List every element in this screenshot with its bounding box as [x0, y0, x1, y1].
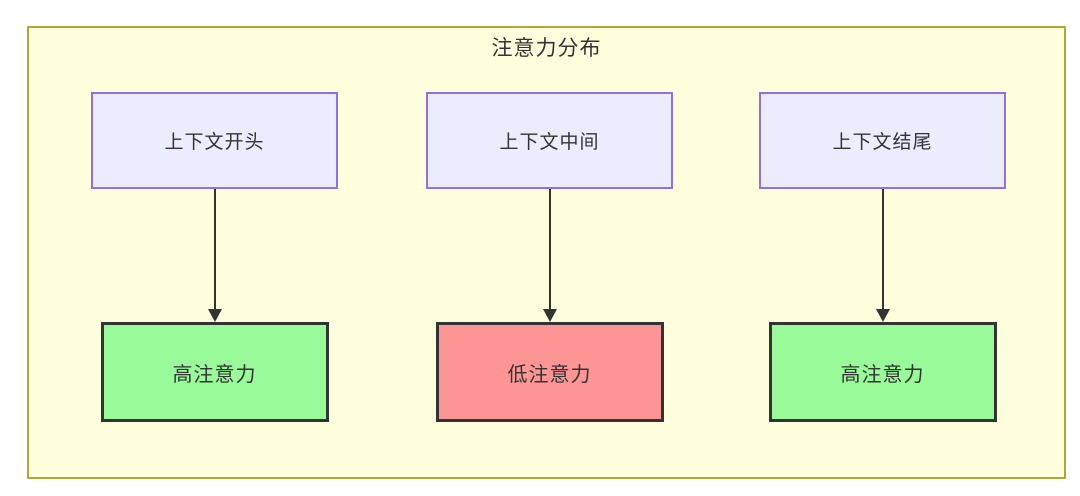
diagram-column-context-start: 上下文开头 高注意力: [91, 92, 338, 422]
diagram-title: 注意力分布: [491, 36, 602, 60]
arrow-line: [881, 189, 884, 309]
diagram-column-context-end: 上下文结尾 高注意力: [759, 92, 1006, 422]
arrowhead-down-icon: [207, 309, 222, 322]
diagram-column-context-middle: 上下文中间 低注意力: [426, 92, 673, 422]
arrow-line: [548, 189, 551, 309]
attention-distribution-subgraph: 注意力分布 上下文开头 高注意力 上下文中间 低注意力 上下文结尾 高注意力: [27, 26, 1066, 479]
node-context-end: 上下文结尾: [759, 92, 1006, 189]
node-attention-middle: 低注意力: [435, 322, 664, 422]
node-context-middle: 上下文中间: [426, 92, 673, 189]
node-context-start: 上下文开头: [91, 92, 338, 189]
arrow-line: [213, 189, 216, 309]
flow-arrow: [91, 189, 338, 322]
flow-arrow: [426, 189, 673, 322]
arrowhead-down-icon: [542, 309, 557, 322]
node-attention-start: 高注意力: [100, 322, 329, 422]
arrowhead-down-icon: [875, 309, 890, 322]
flow-arrow: [759, 189, 1006, 322]
node-attention-end: 高注意力: [768, 322, 997, 422]
